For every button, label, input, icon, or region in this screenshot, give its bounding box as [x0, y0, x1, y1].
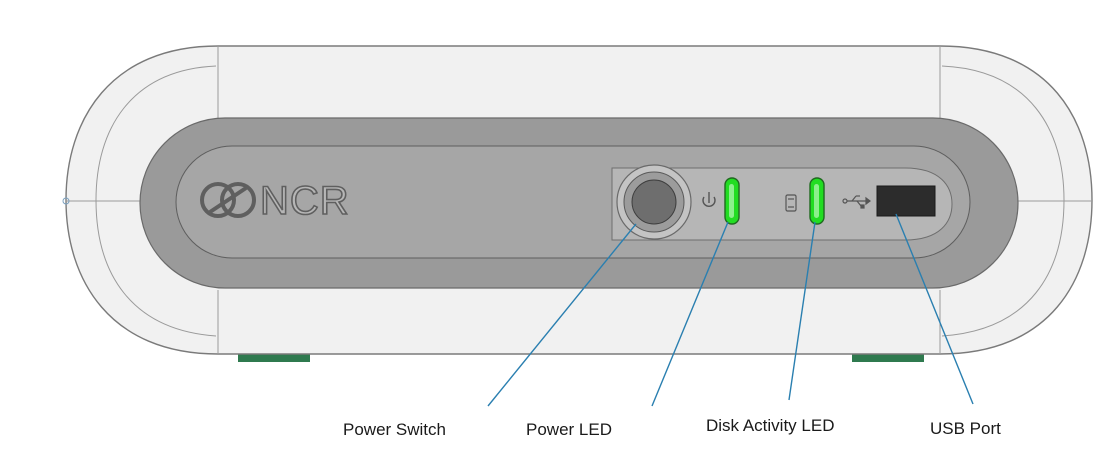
- callout-line-disk-led: [788, 221, 816, 401]
- callout-power-led: Power LED: [526, 420, 612, 439]
- power-icon: [702, 192, 716, 207]
- callout-disk-activity-led: Disk Activity LED: [706, 416, 835, 435]
- ncr-logo: NCR: [200, 178, 350, 224]
- left-foot: [238, 352, 310, 362]
- callout-line-power-switch: [487, 223, 637, 407]
- callout-usb-port: USB Port: [930, 419, 1001, 438]
- right-foot: [852, 352, 924, 362]
- callout-lines: [487, 213, 974, 407]
- disk-led-highlight: [814, 184, 819, 218]
- side-screw: [62, 197, 70, 205]
- control-strip: [611, 167, 953, 241]
- callout-power-switch: Power Switch: [343, 420, 446, 439]
- callout-line-power-led: [651, 221, 729, 407]
- power-led-highlight: [729, 184, 734, 218]
- usb-port[interactable]: [876, 185, 936, 217]
- brand-text: NCR: [260, 179, 350, 223]
- usb-icon: [842, 195, 871, 209]
- callout-line-usb-port: [895, 213, 974, 405]
- disk-icon: [785, 194, 797, 212]
- shell-contour-right: [941, 65, 1065, 337]
- shell-contour: [95, 65, 217, 337]
- power-switch[interactable]: [616, 164, 692, 240]
